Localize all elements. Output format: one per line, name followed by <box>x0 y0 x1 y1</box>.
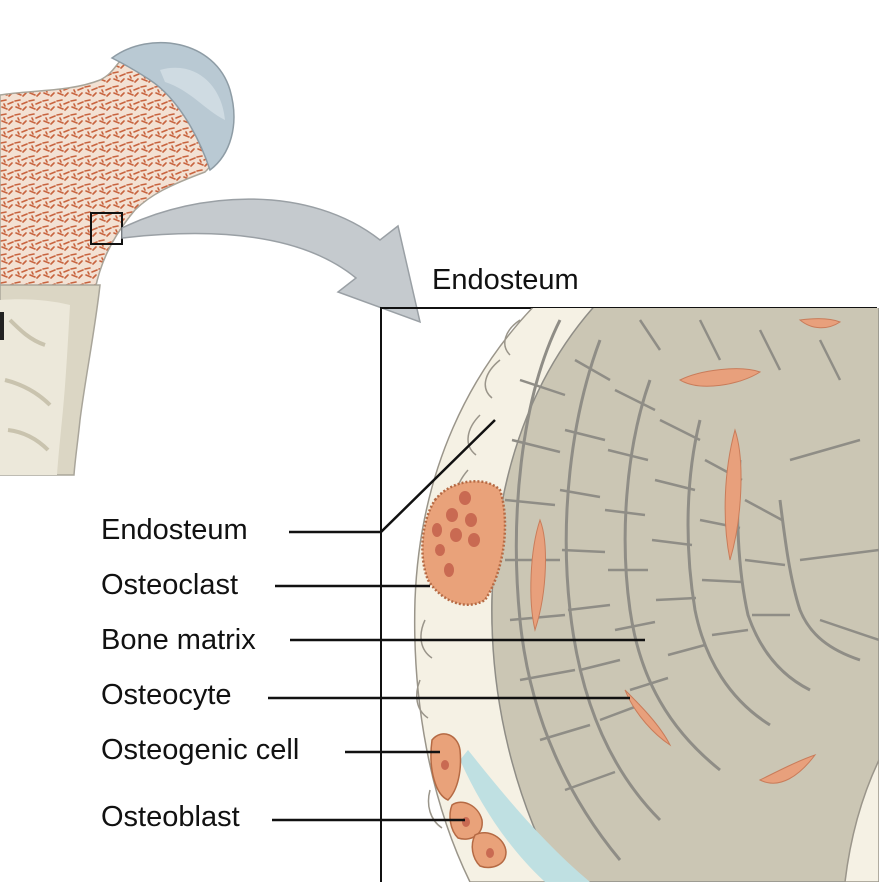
inset-title: Endosteum <box>432 264 579 296</box>
osteoblast-cells <box>430 733 507 869</box>
articular-cartilage <box>110 41 235 172</box>
label-osteogenic-cell: Osteogenic cell <box>101 734 300 766</box>
label-osteocyte: Osteocyte <box>101 679 232 711</box>
zoom-arrow <box>121 198 422 324</box>
label-osteoblast: Osteoblast <box>101 801 240 833</box>
osteocytes <box>530 318 842 784</box>
leader-endosteum <box>289 419 496 534</box>
osteoclast-cell <box>421 480 507 606</box>
label-endosteum: Endosteum <box>101 514 248 546</box>
bone-matrix-area <box>491 308 879 882</box>
femur-illustration <box>0 41 235 476</box>
label-bone-matrix: Bone matrix <box>101 624 256 656</box>
label-osteoclast: Osteoclast <box>101 569 238 601</box>
leader-lines <box>268 419 645 822</box>
canal <box>460 750 590 882</box>
